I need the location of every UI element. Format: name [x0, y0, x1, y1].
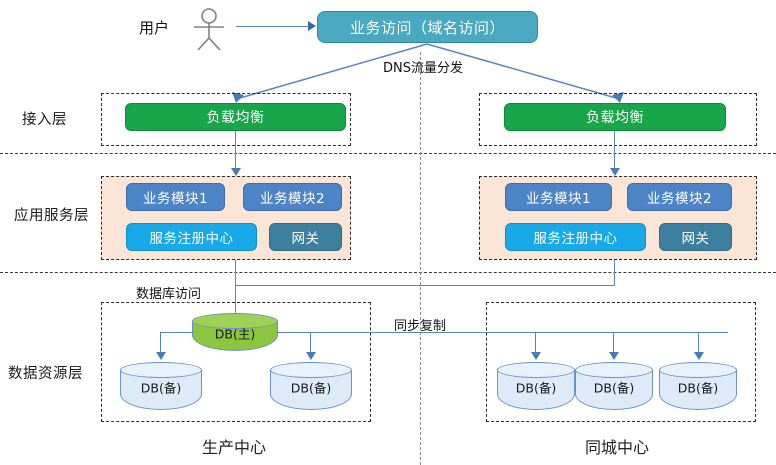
db-master-top — [192, 313, 278, 329]
db-access-label: 数据库访问 — [136, 287, 202, 302]
db-slave-label: DB(备) — [290, 380, 332, 396]
user-to-entry-line — [236, 26, 310, 28]
db-access-line-right-horz — [235, 285, 615, 287]
user-to-entry-arrow — [308, 21, 316, 31]
master-branch-left-vert — [160, 332, 162, 356]
db-slave-label: DB(备) — [515, 380, 557, 396]
master-bus-left — [160, 332, 194, 334]
service-registry-same-city[interactable]: 服务注册中心 — [505, 223, 646, 251]
lb-to-app-arrow-left — [231, 168, 241, 176]
layer-label-data: 数据资源层 — [8, 366, 83, 382]
db-slave-top — [575, 362, 653, 378]
app-module-2-same-city[interactable]: 业务模块2 — [627, 183, 732, 211]
db-slave-production-2[interactable]: DB(备) — [270, 362, 352, 410]
gateway-same-city[interactable]: 网关 — [659, 223, 732, 251]
db-access-line-left — [235, 260, 237, 333]
db-slave-label: DB(备) — [593, 380, 635, 396]
db-slave-label: DB(备) — [677, 380, 719, 396]
layer-label-access: 接入层 — [22, 112, 67, 128]
app-module-2-production[interactable]: 业务模块2 — [243, 183, 342, 211]
lb-to-app-arrow-right — [610, 168, 620, 176]
user-actor-icon — [194, 8, 224, 50]
gateway-production[interactable]: 网关 — [269, 223, 342, 251]
service-registry-production[interactable]: 服务注册中心 — [126, 223, 257, 251]
load-balancer-same-city[interactable]: 负载均衡 — [504, 103, 726, 131]
load-balancer-production[interactable]: 负载均衡 — [125, 103, 346, 131]
same-city-bus — [516, 332, 728, 334]
db-slave-same-city-3[interactable]: DB(备) — [659, 362, 737, 410]
app-module-1-production[interactable]: 业务模块1 — [126, 183, 225, 211]
db-slave-top — [659, 362, 737, 378]
master-branch-left-arrow — [156, 352, 166, 360]
entry-business-access-box[interactable]: 业务访问（域名访问） — [317, 11, 538, 43]
user-label: 用户 — [139, 19, 170, 37]
same-city-arrow-1 — [531, 352, 541, 360]
layer-label-app: 应用服务层 — [14, 208, 89, 224]
db-master-production[interactable]: DB(主) — [192, 313, 278, 351]
sync-replication-line — [278, 332, 616, 334]
data-zone-production — [101, 302, 371, 422]
same-city-branch-2 — [613, 332, 615, 356]
lb-to-app-line-left — [235, 131, 237, 170]
dns-label: DNS流量分发 — [383, 61, 463, 76]
db-slave-label: DB(备) — [140, 380, 182, 396]
db-slave-top — [120, 362, 202, 378]
db-slave-same-city-2[interactable]: DB(备) — [575, 362, 653, 410]
center-caption-same-city: 同城中心 — [585, 438, 650, 457]
master-branch-right-vert — [310, 332, 312, 356]
same-city-branch-1 — [535, 332, 537, 356]
lb-to-app-line-right — [614, 131, 616, 170]
same-city-branch-3 — [698, 332, 700, 356]
divider-access-app — [0, 153, 776, 154]
db-master-label: DB(主) — [214, 326, 256, 342]
data-zone-same-city — [486, 302, 756, 422]
sync-replication-label: 同步复制 — [394, 319, 447, 334]
db-slave-top — [270, 362, 352, 378]
access-zone-production — [101, 93, 351, 146]
same-city-arrow-2 — [609, 352, 619, 360]
db-slave-production-1[interactable]: DB(备) — [120, 362, 202, 410]
same-city-arrow-3 — [694, 352, 704, 360]
divider-app-data — [0, 272, 776, 273]
center-caption-production: 生产中心 — [202, 438, 267, 457]
db-slave-top — [497, 362, 575, 378]
master-branch-right-arrow — [306, 352, 316, 360]
divider-centers — [420, 52, 421, 465]
app-module-1-same-city[interactable]: 业务模块1 — [505, 183, 612, 211]
access-zone-same-city — [479, 93, 757, 146]
db-access-line-right-vert — [614, 260, 616, 286]
db-slave-same-city-1[interactable]: DB(备) — [497, 362, 575, 410]
